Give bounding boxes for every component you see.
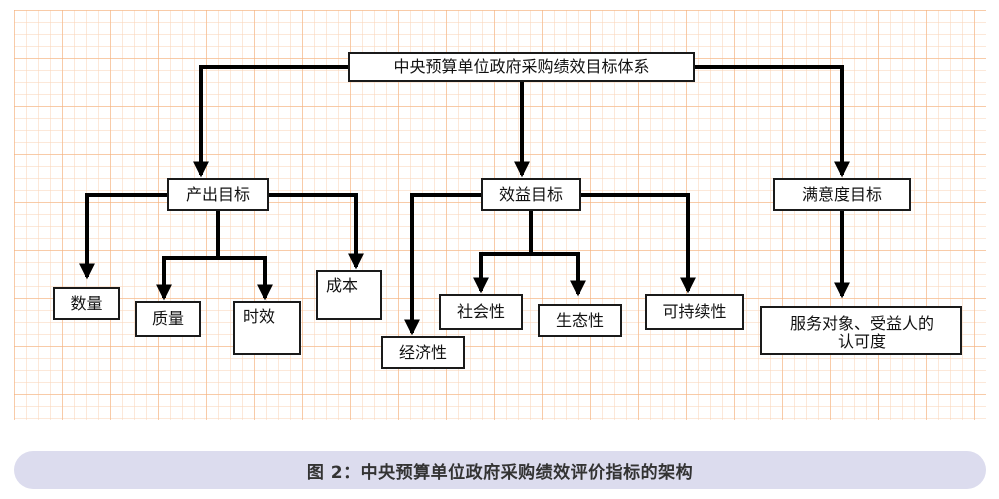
- social-node: 社会性: [439, 294, 523, 330]
- connector-root-satisfaction: [695, 65, 850, 178]
- connector-output-timeliness: [218, 256, 273, 301]
- connector-output-cost: [269, 193, 364, 270]
- connector-output-quantity: [79, 193, 167, 280]
- satisfaction-child-line2: 认可度: [837, 332, 886, 351]
- root-node: 中央预算单位政府采购绩效目标体系: [348, 52, 695, 82]
- connector-benefit-ecological: [531, 252, 586, 297]
- quantity-node: 数量: [53, 287, 120, 320]
- satisfaction-goal-node: 满意度目标: [773, 178, 911, 211]
- benefit-goal-node: 效益目标: [481, 178, 581, 211]
- connector-benefit-social: [473, 211, 533, 294]
- connector-benefit-sustainable: [581, 193, 696, 294]
- sustainable-node: 可持续性: [645, 294, 744, 330]
- ecological-node: 生态性: [538, 304, 622, 337]
- timeliness-node: 时效: [233, 301, 301, 355]
- caption-bar: 图 2：中央预算单位政府采购绩效评价指标的架构: [14, 451, 986, 489]
- connector-root-output: [193, 65, 348, 178]
- output-goal-node: 产出目标: [167, 178, 269, 211]
- economic-node: 经济性: [381, 336, 465, 369]
- quality-node: 质量: [135, 301, 201, 337]
- satisfaction-child-line1: 服务对象、受益人的: [789, 314, 934, 333]
- connector-output-quality: [156, 211, 220, 301]
- connector-benefit-economic: [404, 193, 481, 336]
- satisfaction-child-node: 服务对象、受益人的 认可度: [760, 306, 962, 355]
- figure-caption: 图 2：中央预算单位政府采购绩效评价指标的架构: [306, 462, 694, 483]
- cost-node: 成本: [316, 270, 382, 320]
